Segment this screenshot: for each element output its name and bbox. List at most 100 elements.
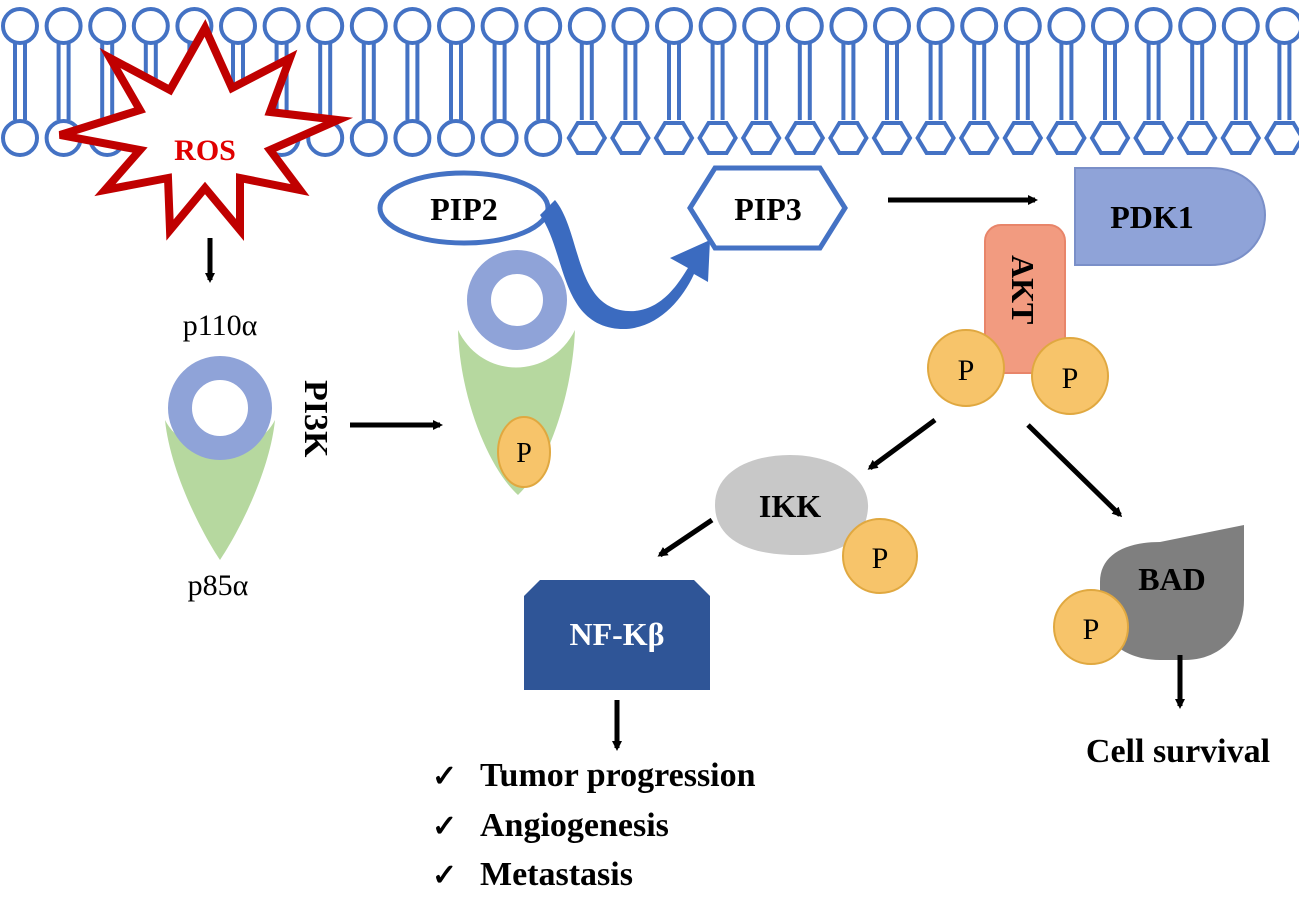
lipid-head-top bbox=[219, 7, 257, 45]
outcome-item: Angiogenesis bbox=[480, 807, 669, 844]
lipid-head-bottom-hex bbox=[653, 121, 695, 155]
akt-node: AKT bbox=[984, 224, 1066, 374]
lipid-head-bottom-hex bbox=[1264, 121, 1299, 155]
lipid-head-bottom-hex bbox=[1046, 121, 1087, 155]
lipid-head-bottom-hex bbox=[697, 121, 738, 155]
lipid-head-bottom-hex bbox=[828, 121, 869, 155]
bad-node: BAD P bbox=[1053, 525, 1244, 665]
phospho-pi3k-circle bbox=[497, 416, 551, 488]
lipid-head-top bbox=[1178, 7, 1217, 45]
lipid-head-bottom-hex bbox=[958, 121, 1000, 155]
lipid-head-bottom-hex bbox=[784, 121, 826, 155]
lipid-head-top bbox=[873, 7, 911, 45]
lipid-head-top bbox=[349, 7, 388, 45]
ros-label: ROS bbox=[174, 134, 236, 167]
curved-arrow-body bbox=[540, 200, 710, 330]
pip2-label: PIP2 bbox=[430, 191, 498, 227]
nfkb-shape bbox=[524, 580, 710, 690]
lipid-head-top bbox=[437, 7, 475, 45]
phospho-ikk-circle bbox=[842, 518, 918, 594]
lipid-head-top bbox=[785, 7, 824, 45]
arrow-akt-to-bad bbox=[1026, 423, 1123, 518]
lipid-head-top bbox=[742, 7, 781, 45]
pdk1-node: PDK1 bbox=[1074, 167, 1267, 266]
akt-shape bbox=[984, 224, 1066, 374]
lipid-head-top bbox=[960, 7, 999, 45]
lipid-head-top bbox=[524, 7, 563, 45]
pip3-label: PIP3 bbox=[734, 191, 802, 227]
pdk1-label: PDK1 bbox=[1110, 199, 1194, 235]
pip2-node: PIP2 bbox=[377, 170, 551, 246]
ikk-label: IKK bbox=[759, 488, 821, 524]
phospho-akt-left-circle bbox=[927, 329, 1005, 407]
lipid-head-bottom-hex bbox=[915, 121, 956, 155]
phospho-akt-left-label: P bbox=[958, 354, 975, 387]
ros-star-shape bbox=[58, 19, 354, 242]
p110-label: p110α bbox=[183, 309, 258, 342]
lipid-head-top bbox=[88, 7, 127, 45]
ikk-shape bbox=[715, 455, 869, 556]
pi3k-complex-inactive: p110α p85α PI3K bbox=[165, 309, 334, 602]
lipid-head-top bbox=[480, 7, 519, 45]
bad-shape bbox=[1100, 525, 1244, 660]
arrow-ikk-to-nfkb bbox=[657, 517, 714, 558]
akt-phospho-right: P bbox=[1031, 337, 1109, 415]
phospho-pi3k-label: P bbox=[516, 438, 532, 469]
lipid-head-top bbox=[262, 7, 301, 45]
lipid-head-top bbox=[698, 7, 737, 45]
nfkb-label: NF-Kβ bbox=[569, 616, 664, 652]
lipid-head-bottom-hex bbox=[1133, 121, 1174, 155]
lipid-head-top bbox=[829, 7, 868, 45]
lipid-head-bottom-hex bbox=[740, 121, 782, 155]
pi3k-complex-active: P bbox=[458, 250, 575, 495]
lipid-head-bottom bbox=[349, 119, 388, 157]
lipid-head-bottom-hex bbox=[1089, 121, 1131, 155]
nfkb-node: NF-Kβ bbox=[524, 580, 710, 690]
lipid-head-top bbox=[1091, 7, 1129, 45]
ikk-node: IKK P bbox=[715, 455, 918, 594]
akt-label: AKT bbox=[1005, 255, 1041, 324]
phospho-ikk-label: P bbox=[872, 542, 889, 575]
cell-survival-label: Cell survival bbox=[1086, 733, 1270, 770]
phospho-bad-label: P bbox=[1083, 613, 1100, 646]
akt-phospho-left: P bbox=[927, 329, 1005, 407]
lipid-head-bottom-hex bbox=[1002, 121, 1044, 155]
pip3-shape bbox=[687, 165, 848, 251]
p110-active-shape bbox=[467, 250, 567, 350]
lipid-head-top bbox=[567, 7, 606, 45]
p85-subunit-shape bbox=[165, 420, 275, 560]
lipid-head-top bbox=[306, 7, 345, 45]
pip2-to-pip3-arrow bbox=[540, 200, 710, 330]
p110-subunit-shape bbox=[168, 356, 272, 460]
phospho-bad-circle bbox=[1053, 589, 1129, 665]
lipid-head-top bbox=[44, 7, 83, 45]
arrow-akt-to-ikk bbox=[867, 417, 937, 471]
lipid-head-bottom-hex bbox=[566, 121, 608, 155]
pi3k-label: PI3K bbox=[297, 380, 334, 458]
lipid-head-bottom bbox=[437, 119, 475, 157]
lipid-head-top bbox=[1, 7, 39, 45]
pdk1-shape bbox=[1074, 167, 1267, 266]
check-icon: ✓ bbox=[432, 760, 457, 793]
lipid-head-bottom bbox=[480, 119, 519, 157]
lipid-head-bottom bbox=[524, 119, 563, 157]
lipid-head-bottom-hex bbox=[871, 121, 913, 155]
p85-active-shape bbox=[458, 330, 575, 495]
pip3-node: PIP3 bbox=[687, 165, 848, 251]
lipid-head-top bbox=[916, 7, 955, 45]
lipid-head-top bbox=[131, 7, 170, 45]
phospho-akt-right-circle bbox=[1031, 337, 1109, 415]
lipid-head-top bbox=[1221, 7, 1260, 45]
ros-burst: ROS bbox=[58, 19, 354, 242]
outcome-item: Metastasis bbox=[480, 856, 633, 893]
lipid-head-bottom bbox=[1, 119, 39, 157]
bad-label: BAD bbox=[1138, 561, 1206, 597]
check-icon: ✓ bbox=[432, 810, 457, 843]
lipid-head-top bbox=[611, 7, 650, 45]
lipid-head-top bbox=[1047, 7, 1086, 45]
outcomes-list: ✓ Tumor progression ✓ Angiogenesis ✓ Met… bbox=[432, 757, 756, 893]
lipid-head-top bbox=[655, 7, 693, 45]
lipid-head-bottom bbox=[393, 119, 432, 157]
